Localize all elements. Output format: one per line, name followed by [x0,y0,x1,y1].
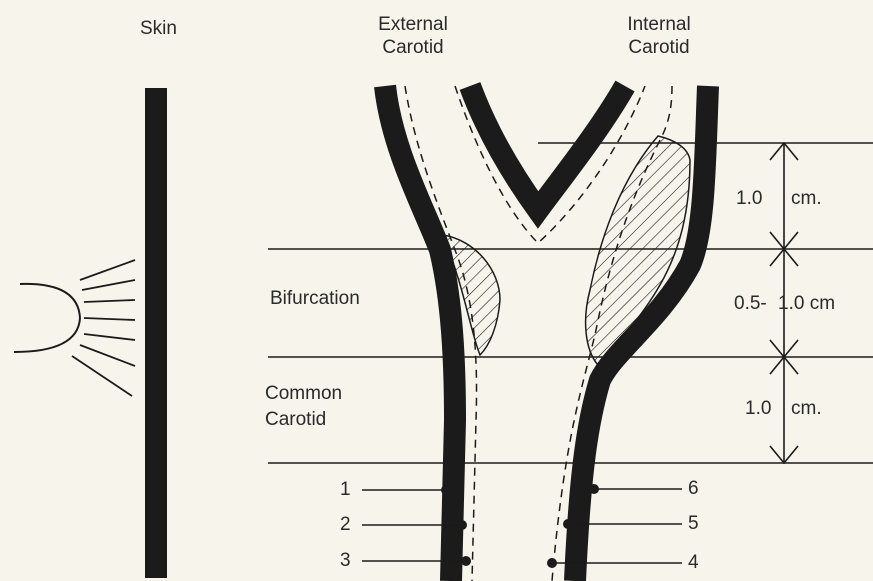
point-4 [547,558,557,568]
external-carotid-outer-wall [385,86,455,581]
internal-carotid-label-line2: Carotid [604,37,714,60]
point-3 [461,556,471,566]
dimension-label-middle-left: 0.5- [734,293,767,316]
point-label-3: 3 [340,550,351,573]
external-carotid-label-line2: Carotid [358,37,468,60]
skin-label: Skin [140,18,177,41]
transducer-probe [14,284,80,352]
point-label-6: 6 [688,478,699,501]
internal-carotid-label: Internal Carotid [604,14,714,60]
dimension-label-upper-left: 1.0 [736,188,762,211]
point-1 [441,485,451,495]
point-label-2: 2 [340,514,351,537]
point-label-4: 4 [688,552,699,575]
measurement-leaders [362,489,682,563]
point-label-1: 1 [340,479,351,502]
dimension-label-upper-right: cm. [791,188,822,211]
common-carotid-label: Common Carotid [265,381,342,432]
dimension-label-lower-right: cm. [791,398,822,421]
external-carotid-label-line1: External [358,14,468,37]
point-5 [563,519,573,529]
bifurcation-label: Bifurcation [270,288,360,311]
bifurcation-crotch-wall [470,86,625,210]
point-2 [457,520,467,530]
skin-line [145,88,167,578]
external-carotid-label: External Carotid [358,14,468,60]
dimension-label-lower-left: 1.0 [745,398,771,421]
common-carotid-label-line1: Common [265,381,342,407]
point-6 [589,484,599,494]
point-label-5: 5 [688,513,699,536]
internal-carotid-label-line1: Internal [604,14,714,37]
dimension-label-middle-right: 1.0 cm [778,293,835,316]
common-carotid-label-line2: Carotid [265,407,342,433]
ultrasound-beam [72,260,135,396]
